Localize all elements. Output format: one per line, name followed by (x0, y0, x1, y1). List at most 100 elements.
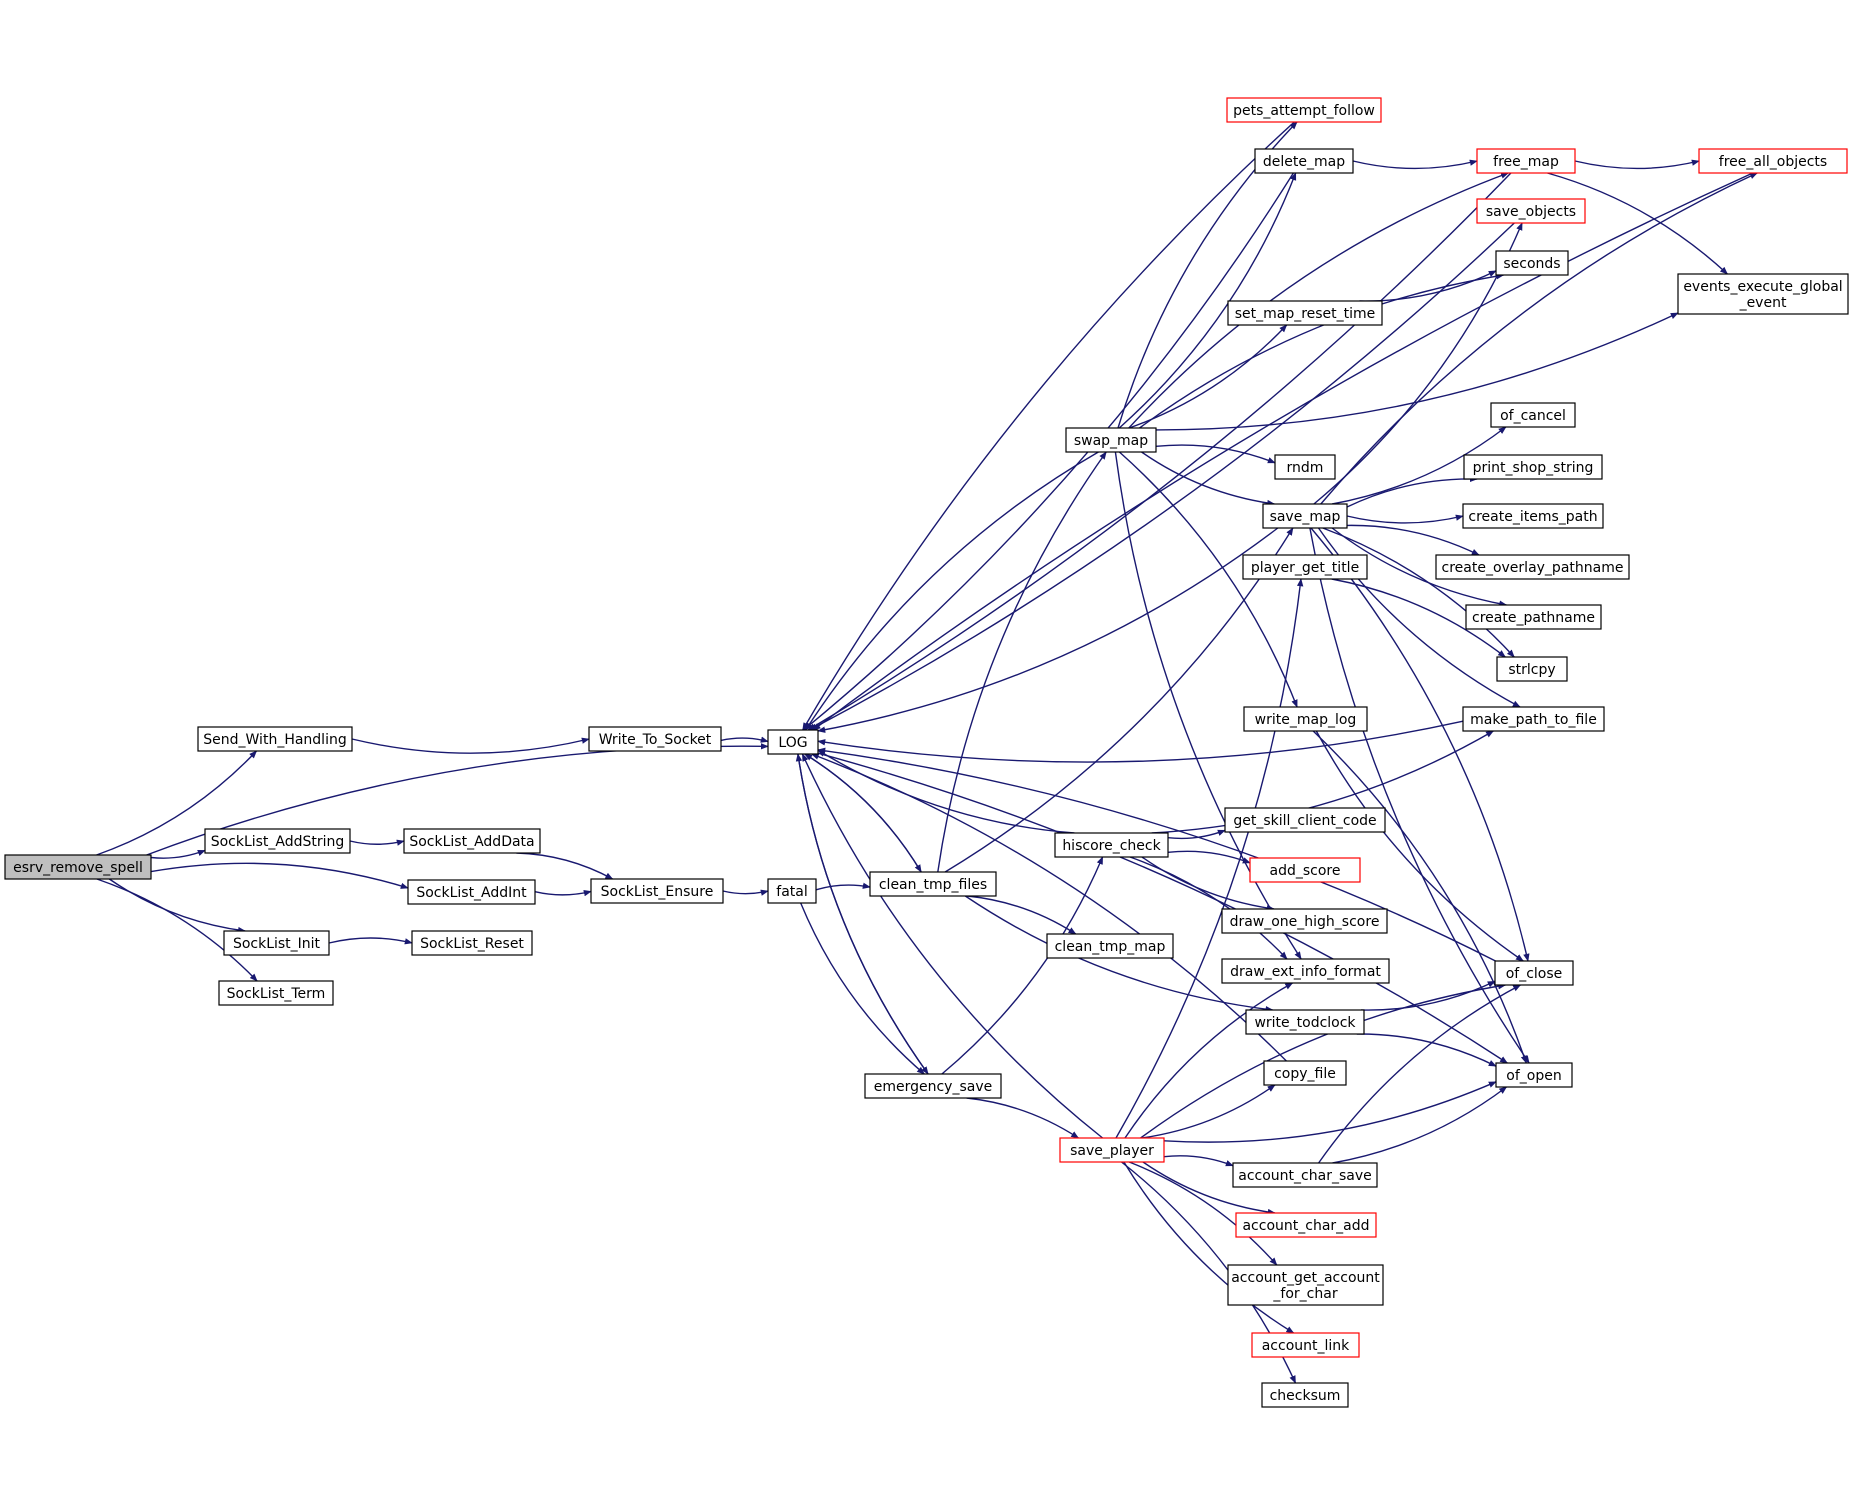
node-box-swap_map[interactable] (1065, 427, 1157, 453)
node-of_open[interactable]: of_open (1495, 1062, 1573, 1088)
node-box-fatal[interactable] (767, 878, 817, 904)
node-esrv_remove_spell[interactable]: esrv_remove_spell (4, 854, 152, 880)
node-box-account_char_save[interactable] (1232, 1162, 1378, 1188)
node-box-create_items_path[interactable] (1462, 503, 1604, 529)
node-box-add_score[interactable] (1249, 857, 1361, 883)
node-SockList_Ensure[interactable]: SockList_Ensure (590, 878, 724, 904)
node-free_all_objects[interactable]: free_all_objects (1698, 148, 1848, 174)
node-box-of_open[interactable] (1495, 1062, 1573, 1088)
node-pets_attempt_follow[interactable]: pets_attempt_follow (1226, 97, 1382, 123)
node-box-free_map[interactable] (1476, 148, 1576, 174)
node-box-SockList_AddData[interactable] (403, 828, 541, 854)
node-box-events_execute_global_event[interactable] (1677, 273, 1849, 315)
node-create_overlay_pathname[interactable]: create_overlay_pathname (1435, 554, 1630, 580)
node-SockList_Init[interactable]: SockList_Init (223, 930, 330, 956)
node-box-SockList_AddInt[interactable] (407, 879, 536, 905)
node-box-get_skill_client_code[interactable] (1224, 807, 1386, 833)
node-box-checksum[interactable] (1261, 1382, 1349, 1408)
node-save_map[interactable]: save_map (1262, 503, 1348, 529)
node-events_execute_global_event[interactable]: events_execute_global_event (1677, 273, 1849, 315)
node-swap_map[interactable]: swap_map (1065, 427, 1157, 453)
node-box-save_objects[interactable] (1476, 198, 1586, 224)
node-account_link[interactable]: account_link (1251, 1332, 1360, 1358)
node-box-draw_ext_info_format[interactable] (1221, 958, 1390, 984)
node-strlcpy[interactable]: strlcpy (1496, 656, 1568, 682)
node-box-SockList_AddString[interactable] (204, 828, 351, 854)
node-box-of_cancel[interactable] (1490, 402, 1576, 428)
node-box-pets_attempt_follow[interactable] (1226, 97, 1382, 123)
node-of_close[interactable]: of_close (1494, 960, 1574, 986)
node-draw_ext_info_format[interactable]: draw_ext_info_format (1221, 958, 1390, 984)
node-box-create_pathname[interactable] (1465, 604, 1602, 630)
node-LOG[interactable]: LOG (767, 729, 819, 755)
node-box-create_overlay_pathname[interactable] (1435, 554, 1630, 580)
node-of_cancel[interactable]: of_cancel (1490, 402, 1576, 428)
node-save_objects[interactable]: save_objects (1476, 198, 1586, 224)
node-box-esrv_remove_spell[interactable] (4, 854, 152, 880)
node-box-hiscore_check[interactable] (1054, 832, 1169, 858)
node-account_get_account_for_char[interactable]: account_get_account_for_char (1227, 1264, 1384, 1306)
node-box-account_get_account_for_char[interactable] (1227, 1264, 1384, 1306)
node-create_pathname[interactable]: create_pathname (1465, 604, 1602, 630)
node-Write_To_Socket[interactable]: Write_To_Socket (588, 726, 722, 752)
node-write_map_log[interactable]: write_map_log (1243, 706, 1368, 732)
node-box-rndm[interactable] (1274, 454, 1336, 480)
node-box-set_map_reset_time[interactable] (1227, 300, 1383, 326)
node-box-save_map[interactable] (1262, 503, 1348, 529)
node-box-SockList_Term[interactable] (218, 980, 334, 1006)
node-draw_one_high_score[interactable]: draw_one_high_score (1221, 908, 1388, 934)
node-box-copy_file[interactable] (1263, 1060, 1347, 1086)
node-rndm[interactable]: rndm (1274, 454, 1336, 480)
node-save_player[interactable]: save_player (1059, 1137, 1165, 1163)
node-box-Write_To_Socket[interactable] (588, 726, 722, 752)
node-clean_tmp_files[interactable]: clean_tmp_files (869, 871, 997, 897)
node-SockList_AddString[interactable]: SockList_AddString (204, 828, 351, 854)
node-box-write_map_log[interactable] (1243, 706, 1368, 732)
node-box-LOG[interactable] (767, 729, 819, 755)
node-box-player_get_title[interactable] (1242, 554, 1368, 580)
node-delete_map[interactable]: delete_map (1254, 148, 1354, 174)
node-box-print_shop_string[interactable] (1463, 454, 1603, 480)
node-SockList_AddInt[interactable]: SockList_AddInt (407, 879, 536, 905)
node-free_map[interactable]: free_map (1476, 148, 1576, 174)
node-player_get_title[interactable]: player_get_title (1242, 554, 1368, 580)
node-box-save_player[interactable] (1059, 1137, 1165, 1163)
node-clean_tmp_map[interactable]: clean_tmp_map (1046, 933, 1174, 959)
node-box-Send_With_Handling[interactable] (197, 726, 353, 752)
node-checksum[interactable]: checksum (1261, 1382, 1349, 1408)
node-seconds[interactable]: seconds (1495, 250, 1569, 276)
node-fatal[interactable]: fatal (767, 878, 817, 904)
node-hiscore_check[interactable]: hiscore_check (1054, 832, 1169, 858)
node-write_todclock[interactable]: write_todclock (1245, 1009, 1365, 1035)
node-box-free_all_objects[interactable] (1698, 148, 1848, 174)
node-SockList_Reset[interactable]: SockList_Reset (411, 930, 533, 956)
node-box-of_close[interactable] (1494, 960, 1574, 986)
node-box-SockList_Reset[interactable] (411, 930, 533, 956)
node-box-account_char_add[interactable] (1235, 1212, 1377, 1238)
node-account_char_save[interactable]: account_char_save (1232, 1162, 1378, 1188)
node-box-write_todclock[interactable] (1245, 1009, 1365, 1035)
node-copy_file[interactable]: copy_file (1263, 1060, 1347, 1086)
node-box-SockList_Init[interactable] (223, 930, 330, 956)
node-print_shop_string[interactable]: print_shop_string (1463, 454, 1603, 480)
node-emergency_save[interactable]: emergency_save (864, 1073, 1002, 1099)
node-box-clean_tmp_map[interactable] (1046, 933, 1174, 959)
node-box-clean_tmp_files[interactable] (869, 871, 997, 897)
node-SockList_AddData[interactable]: SockList_AddData (403, 828, 541, 854)
node-box-SockList_Ensure[interactable] (590, 878, 724, 904)
node-box-delete_map[interactable] (1254, 148, 1354, 174)
node-box-account_link[interactable] (1251, 1332, 1360, 1358)
node-SockList_Term[interactable]: SockList_Term (218, 980, 334, 1006)
node-make_path_to_file[interactable]: make_path_to_file (1462, 706, 1605, 732)
node-box-emergency_save[interactable] (864, 1073, 1002, 1099)
node-box-draw_one_high_score[interactable] (1221, 908, 1388, 934)
node-add_score[interactable]: add_score (1249, 857, 1361, 883)
node-Send_With_Handling[interactable]: Send_With_Handling (197, 726, 353, 752)
node-create_items_path[interactable]: create_items_path (1462, 503, 1604, 529)
node-set_map_reset_time[interactable]: set_map_reset_time (1227, 300, 1383, 326)
node-box-seconds[interactable] (1495, 250, 1569, 276)
node-box-strlcpy[interactable] (1496, 656, 1568, 682)
node-get_skill_client_code[interactable]: get_skill_client_code (1224, 807, 1386, 833)
node-box-make_path_to_file[interactable] (1462, 706, 1605, 732)
node-account_char_add[interactable]: account_char_add (1235, 1212, 1377, 1238)
